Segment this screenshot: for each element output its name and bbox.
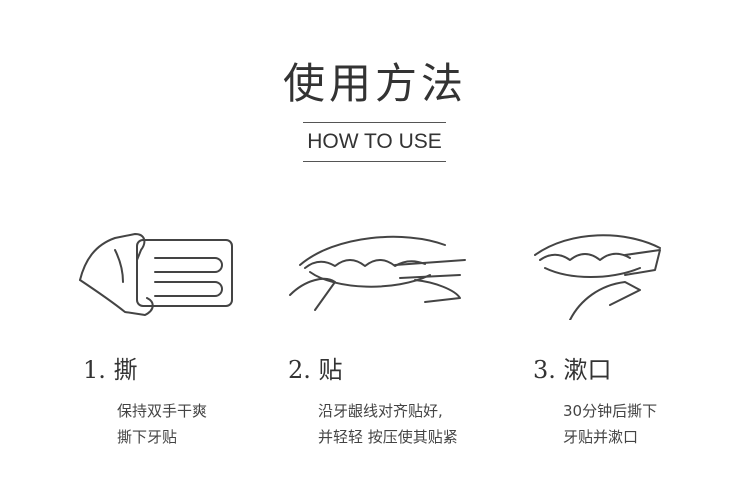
step-3-line-1: 30分钟后撕下 <box>563 402 658 420</box>
step-2-line-1: 沿牙龈线对齐贴好, <box>318 402 443 420</box>
step-2-description: 沿牙龈线对齐贴好, 并轻轻 按压使其贴紧 <box>318 398 458 450</box>
step-3-label: 3. 漱口 <box>533 356 612 384</box>
step-1-description: 保持双手干爽 撕下牙贴 <box>117 398 207 450</box>
step-1-label: 1. 撕 <box>83 356 138 384</box>
step-1-line-2: 撕下牙贴 <box>117 428 178 446</box>
page-title: 使用方法 <box>282 59 467 108</box>
step-1-line-1: 保持双手干爽 <box>117 402 208 420</box>
step-2-line-2: 并轻轻 按压使其贴紧 <box>318 428 458 446</box>
remove-strip-icon <box>534 234 661 320</box>
step-3-line-2: 牙贴并漱口 <box>563 428 639 446</box>
step-3-description: 30分钟后撕下 牙贴并漱口 <box>563 398 657 450</box>
step-2-label: 2. 贴 <box>288 356 343 384</box>
page-subtitle: HOW TO USE <box>303 122 446 162</box>
peel-strip-icon <box>79 233 233 316</box>
apply-strip-icon <box>289 235 466 311</box>
